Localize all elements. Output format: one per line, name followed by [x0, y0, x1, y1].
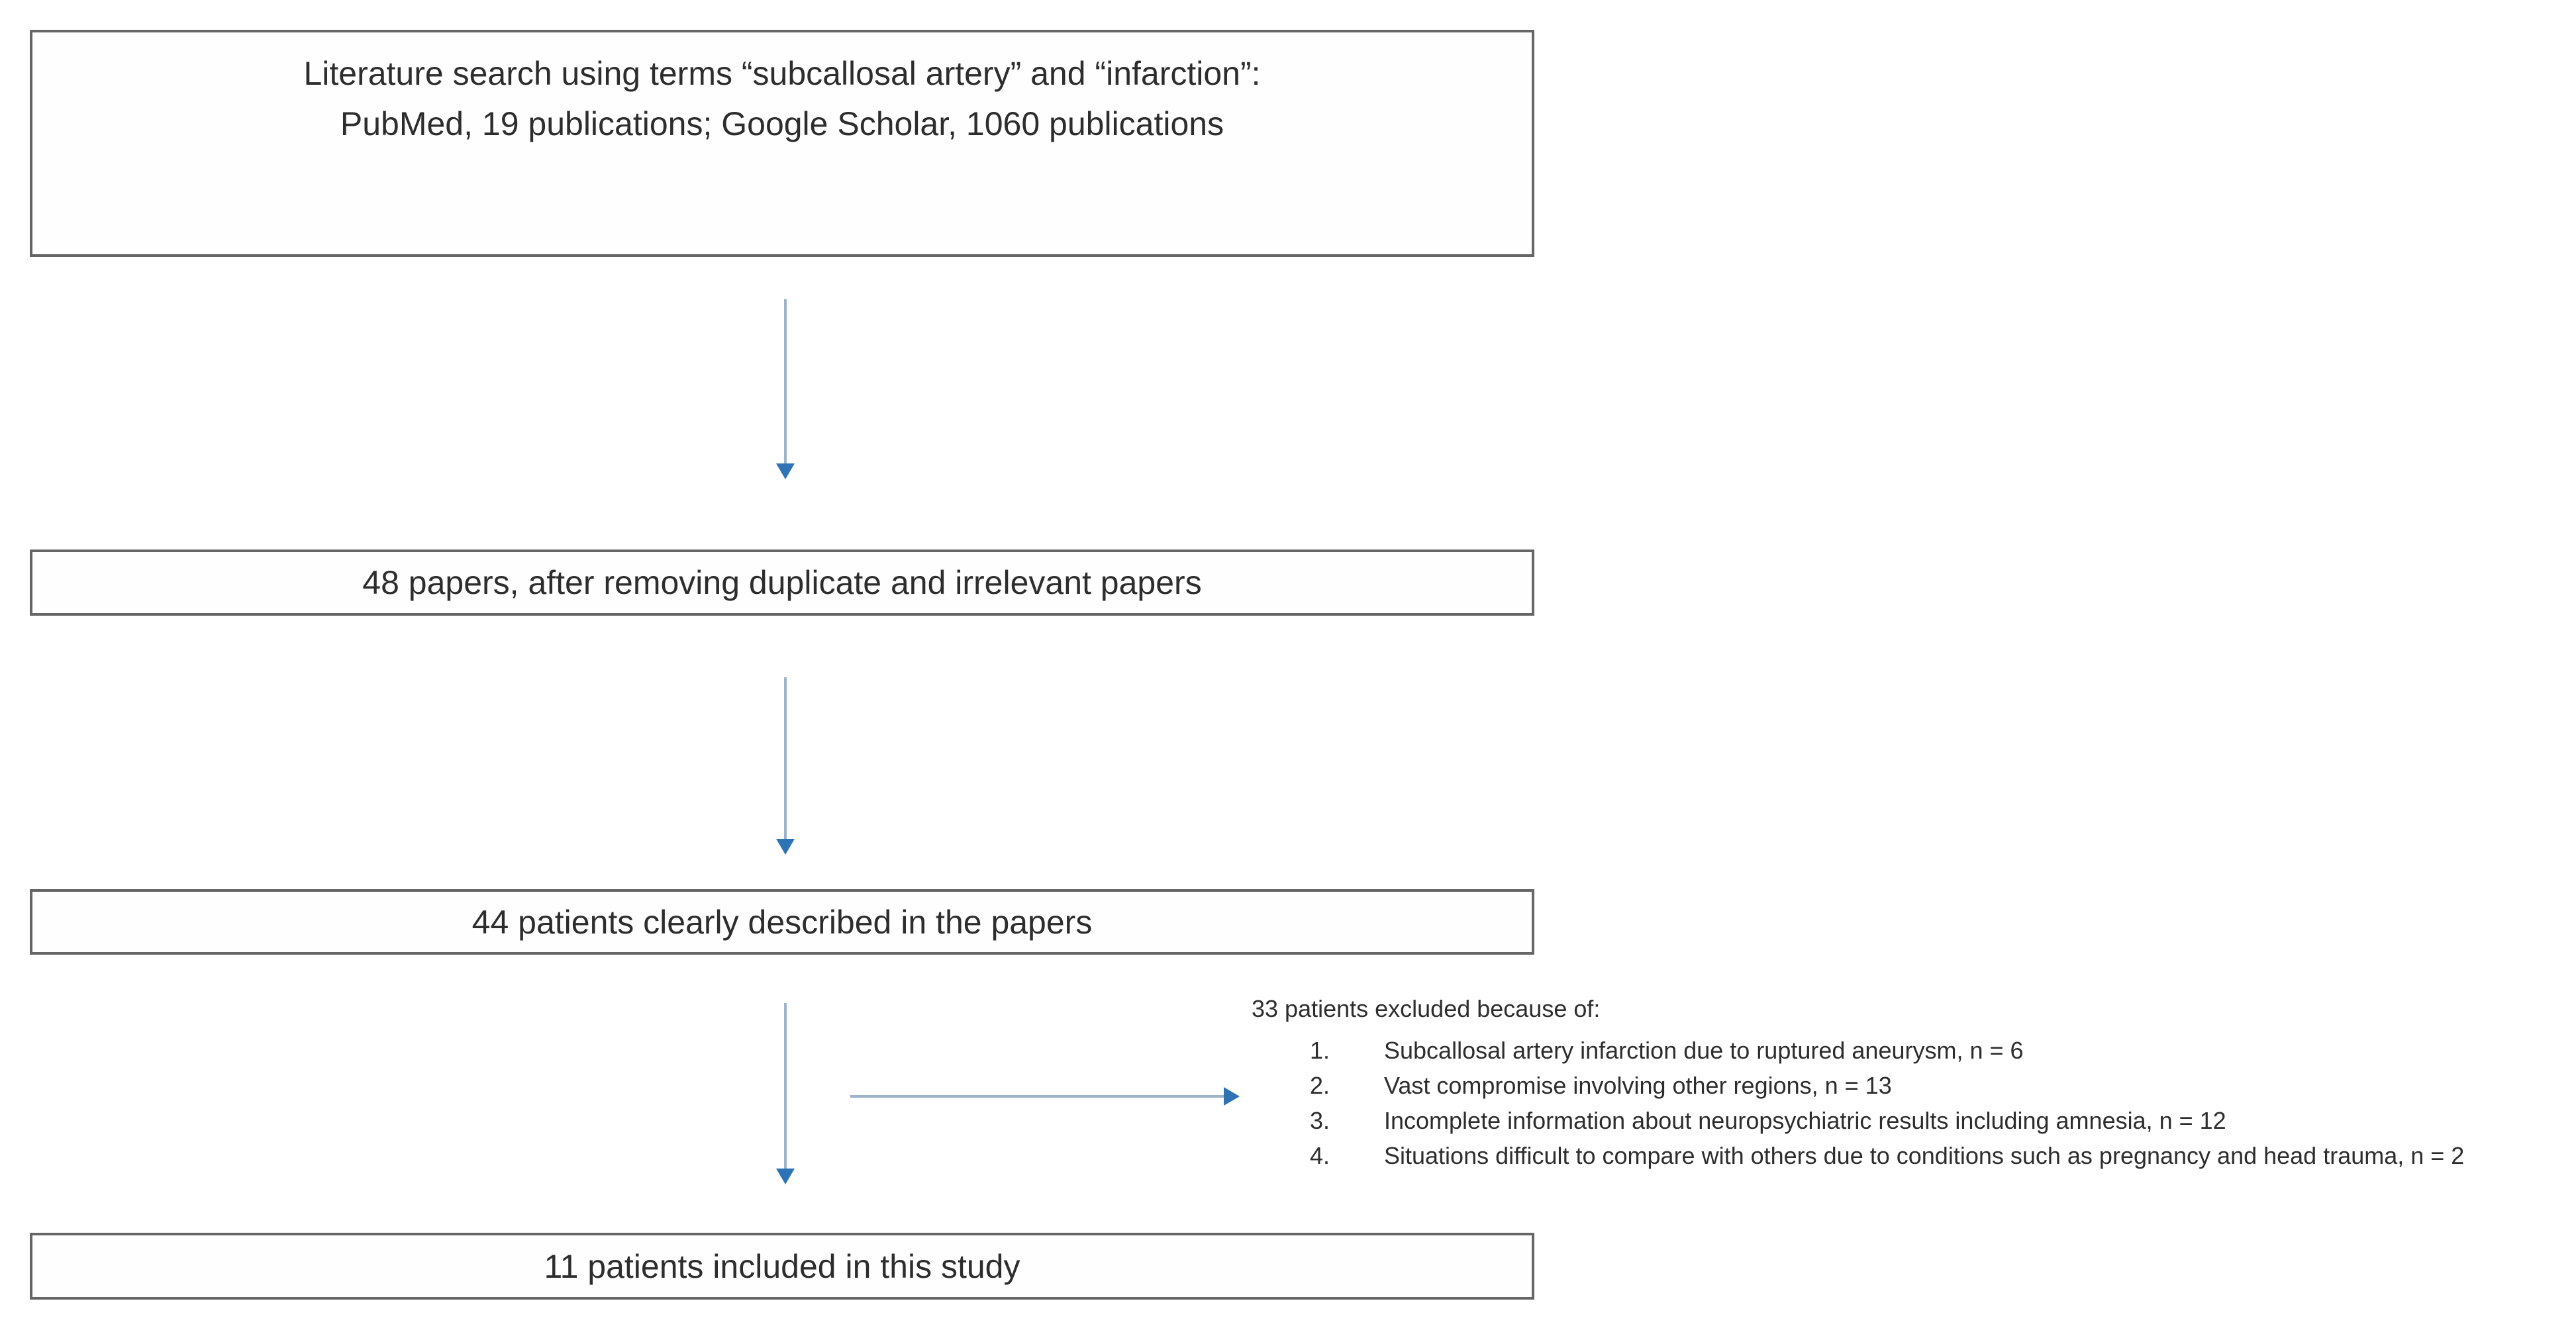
- flow-box-patients-described: 44 patients clearly described in the pap…: [30, 889, 1534, 955]
- down-arrow-1-head-icon: [776, 463, 795, 479]
- flow-box-patients-included: 11 patients included in this study: [30, 1233, 1534, 1300]
- right-arrow-exclusions: [850, 1087, 1240, 1106]
- literature-search-line-1: Literature search using terms “subcallos…: [303, 55, 1261, 92]
- down-arrow-3-head-icon: [776, 1169, 795, 1184]
- exclusions-list: 33 patients excluded because of: 1. Subc…: [1252, 993, 2569, 1173]
- exclusion-item-2: 2. Vast compromise involving other regio…: [1252, 1068, 2569, 1103]
- down-arrow-3: [776, 1003, 795, 1184]
- flow-box-papers-after-removal: 48 papers, after removing duplicate and …: [30, 550, 1534, 616]
- right-arrow-head-icon: [1224, 1087, 1240, 1106]
- right-arrow-shaft: [850, 1095, 1224, 1098]
- papers-after-removal-text: 48 papers, after removing duplicate and …: [362, 564, 1202, 601]
- exclusion-item-4: 4. Situations difficult to compare with …: [1252, 1138, 2569, 1173]
- exclusion-item-1-text: Subcallosal artery infarction due to rup…: [1384, 1037, 2024, 1064]
- down-arrow-2-shaft: [784, 677, 787, 839]
- exclusion-item-3-number: 3.: [1310, 1107, 1330, 1134]
- exclusion-item-3: 3. Incomplete information about neuropsy…: [1252, 1103, 2569, 1138]
- patients-described-text: 44 patients clearly described in the pap…: [471, 903, 1093, 941]
- exclusion-item-2-text: Vast compromise involving other regions,…: [1384, 1072, 1892, 1099]
- down-arrow-3-shaft: [784, 1003, 787, 1169]
- literature-search-line-2: PubMed, 19 publications; Google Scholar,…: [340, 105, 1224, 142]
- down-arrow-1-shaft: [784, 299, 787, 463]
- patients-included-text: 11 patients included in this study: [544, 1247, 1020, 1285]
- exclusion-item-4-number: 4.: [1310, 1142, 1330, 1169]
- down-arrow-2: [776, 677, 795, 855]
- down-arrow-2-head-icon: [776, 839, 795, 855]
- exclusion-item-4-text: Situations difficult to compare with oth…: [1384, 1142, 2465, 1169]
- exclusion-item-1: 1. Subcallosal artery infarction due to …: [1252, 1033, 2569, 1068]
- exclusion-item-3-text: Incomplete information about neuropsychi…: [1384, 1107, 2226, 1134]
- exclusion-item-1-number: 1.: [1310, 1037, 1330, 1064]
- down-arrow-1: [776, 299, 795, 479]
- flow-box-literature-search: Literature search using terms “subcallos…: [30, 30, 1534, 257]
- exclusions-header: 33 patients excluded because of:: [1252, 995, 1601, 1022]
- exclusion-item-2-number: 2.: [1310, 1072, 1330, 1099]
